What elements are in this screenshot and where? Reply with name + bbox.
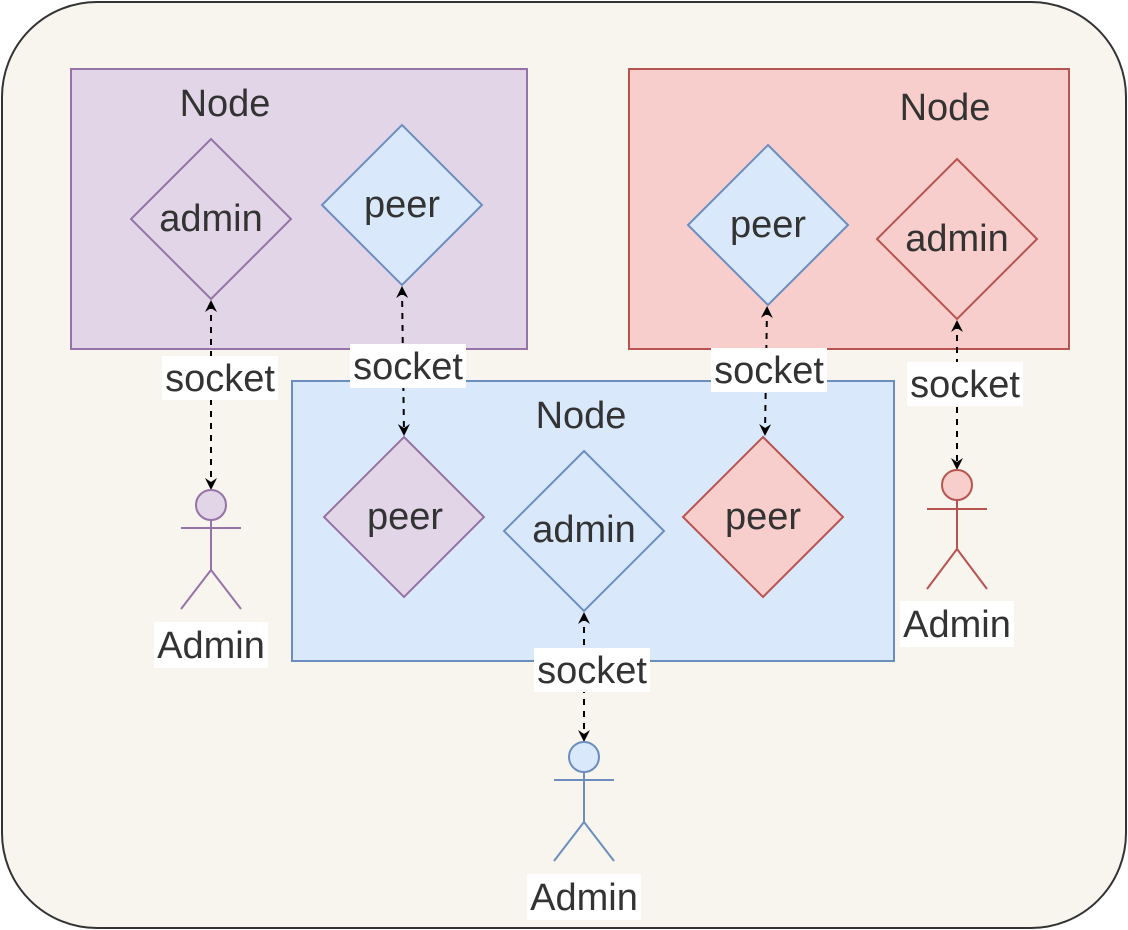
node-purple-admin-diamond (129, 137, 293, 301)
node-red-admin-label: admin (905, 218, 1009, 260)
socket-label-bg (534, 648, 650, 692)
actor-label-bg (527, 874, 641, 920)
socket-label: socket (353, 346, 463, 388)
node-red-admin-diamond (875, 157, 1039, 321)
node-blue-peer-purple-label: peer (367, 496, 443, 538)
actor-label-bg (154, 622, 268, 668)
actor-admin-purple: Admin (154, 489, 268, 668)
actor-label-bg (900, 601, 1014, 647)
node-blue-title: Node (536, 395, 627, 437)
node-red-peer-diamond (686, 143, 850, 307)
socket-label: socket (714, 350, 824, 392)
actor-label: Admin (157, 625, 265, 667)
actor-icon (180, 489, 242, 610)
node-red-peer-label: peer (730, 204, 806, 246)
node-purple-peer-label: peer (364, 184, 440, 226)
node-blue-admin-diamond (502, 449, 666, 613)
connection-purple-peer: socket (350, 286, 466, 436)
connection-red-peer: socket (711, 306, 827, 436)
actor-admin-red: Admin (900, 469, 1014, 647)
socket-label-bg (350, 344, 466, 388)
node-red: Node peer admin (628, 68, 1070, 350)
node-blue-peer-red-diamond (681, 435, 845, 599)
actor-icon (553, 741, 615, 862)
node-blue-peer-red-label: peer (725, 496, 801, 538)
connection-purple-admin: socket (162, 300, 278, 490)
socket-label-bg (907, 362, 1023, 406)
node-purple-title: Node (180, 83, 271, 125)
socket-label-bg (711, 348, 827, 392)
socket-label: socket (910, 364, 1020, 406)
node-purple-peer-diamond (320, 123, 484, 287)
connection-blue-admin: socket (534, 612, 650, 742)
actor-admin-blue: Admin (527, 741, 641, 920)
node-red-title: Node (900, 87, 991, 129)
actor-icon (926, 469, 988, 590)
connection-red-admin: socket (907, 320, 1023, 470)
node-blue-peer-purple-diamond (322, 435, 486, 599)
node-blue: Node peer admin peer (291, 380, 895, 662)
node-purple-admin-label: admin (159, 198, 263, 240)
actor-label: Admin (530, 877, 638, 919)
socket-label-bg (162, 356, 278, 400)
socket-label: socket (537, 650, 647, 692)
actor-label: Admin (903, 604, 1011, 646)
node-blue-admin-label: admin (532, 509, 636, 551)
node-purple: Node admin peer (70, 68, 528, 350)
socket-label: socket (165, 358, 275, 400)
